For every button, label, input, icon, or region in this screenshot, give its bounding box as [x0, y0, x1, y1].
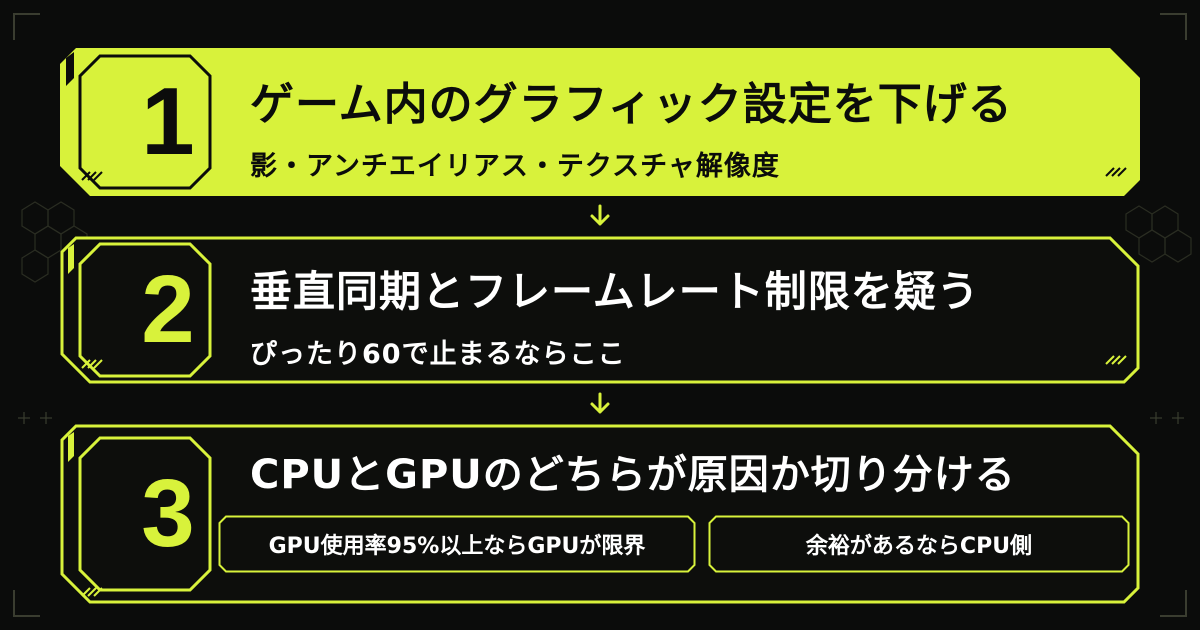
step-card-3: 3 CPUとGPUのどちらが原因か切り分ける GPU使用率95%以上ならGPUが… [60, 424, 1140, 604]
step-title: 垂直同期とフレームレート制限を疑う [250, 267, 980, 316]
step-number: 3 [141, 460, 195, 567]
option-text: GPU使用率95%以上ならGPUが限界 [268, 534, 646, 559]
option-cpu: 余裕があるならCPU側 [708, 515, 1130, 573]
step-card-1: 1 ゲーム内のグラフィック設定を下げる 影・アンチエイリアス・テクスチャ解像度 [60, 48, 1140, 196]
step-subtitle: 影・アンチエイリアス・テクスチャ解像度 [250, 151, 780, 182]
arrow-down-icon [590, 204, 610, 226]
arrow-down-icon [590, 392, 610, 414]
option-text: 余裕があるならCPU側 [805, 534, 1033, 559]
option-frame [218, 515, 696, 573]
step-card-2: 2 垂直同期とフレームレート制限を疑う ぴったり60で止まるならここ [60, 236, 1140, 384]
step-subtitle: ぴったり60で止まるならここ [250, 339, 626, 370]
card-frame [60, 236, 1140, 384]
step-number: 2 [141, 256, 195, 363]
step-title: CPUとGPUのどちらが原因か切り分ける [250, 452, 1016, 498]
card-frame [60, 48, 1140, 196]
step-title: ゲーム内のグラフィック設定を下げる [250, 79, 1013, 130]
option-gpu: GPU使用率95%以上ならGPUが限界 [218, 515, 696, 573]
card-frame [60, 424, 1140, 604]
step-number: 1 [141, 68, 195, 175]
option-frame [708, 515, 1130, 573]
